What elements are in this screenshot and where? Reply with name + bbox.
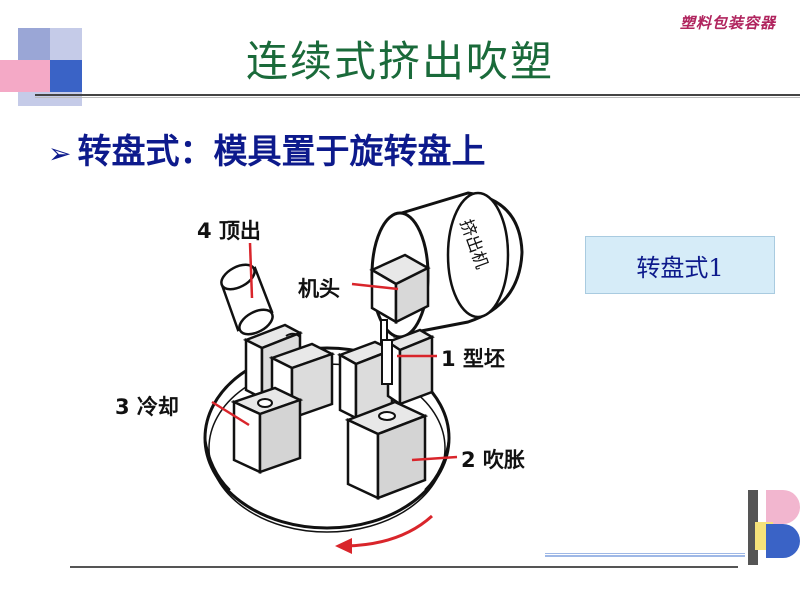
- label-cooling: 3 冷却: [115, 395, 179, 419]
- label-die-head: 机头: [298, 277, 340, 301]
- decor-shape: [766, 524, 800, 558]
- bullet-point: ➢转盘式：模具置于旋转盘上: [48, 124, 485, 173]
- footer-divider: [545, 555, 745, 557]
- tag-box[interactable]: 转盘式1: [585, 236, 775, 294]
- decor-square: [0, 60, 50, 92]
- title-divider: [35, 94, 800, 96]
- title-divider: [35, 97, 800, 98]
- mold-eject: [242, 323, 336, 421]
- label-parison: 1 型坯: [441, 347, 505, 371]
- decor-shape: [766, 490, 800, 524]
- die-head: [369, 253, 431, 349]
- corner-label: 塑料包装容器: [679, 14, 776, 32]
- mold-cooling: [230, 386, 304, 474]
- tag-label: 转盘式1: [636, 253, 724, 282]
- bullet-text: 转盘式：模具置于旋转盘上: [77, 132, 486, 172]
- decor-square: [18, 28, 50, 60]
- callout-lines: [211, 242, 458, 462]
- decor-square: [50, 60, 82, 92]
- arrow-bullet-icon: ➢: [48, 137, 72, 170]
- eject-cylinder: [220, 263, 274, 336]
- footer-divider: [545, 553, 745, 554]
- label-blowing: 2 吹胀: [461, 448, 525, 472]
- mold-blowing: [344, 400, 429, 500]
- rotation-arrow-icon: [335, 514, 434, 554]
- label-eject: 4 顶出: [197, 219, 261, 243]
- decor-bar: [748, 490, 758, 565]
- footer-divider: [70, 566, 738, 568]
- decor-square: [50, 28, 82, 60]
- slide-title: 连续式挤出吹塑: [245, 37, 554, 86]
